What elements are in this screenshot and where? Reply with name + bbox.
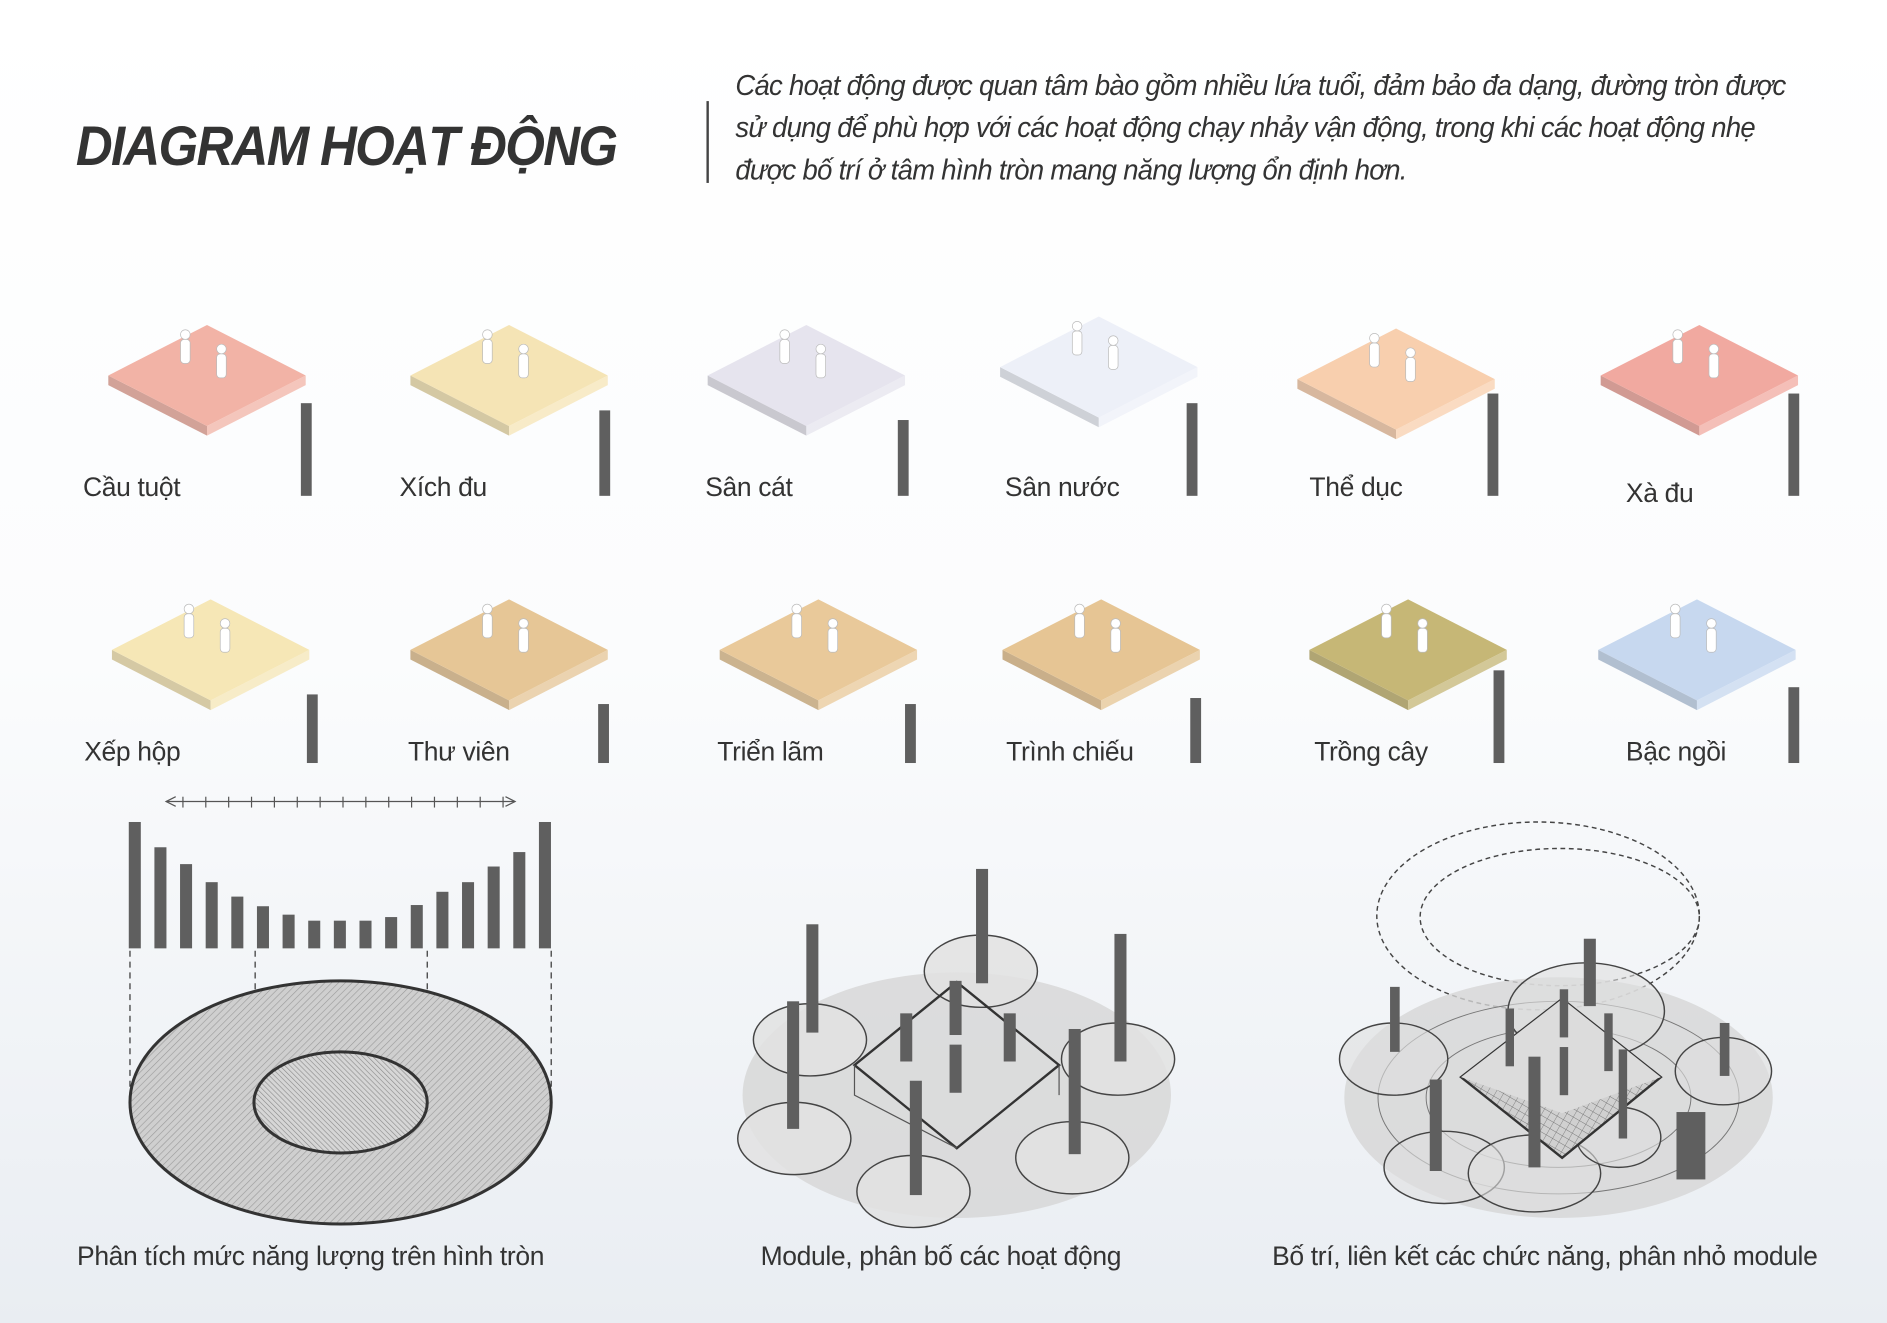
person-figure xyxy=(1417,618,1428,653)
energy-bar xyxy=(1788,687,1800,764)
activity-tile xyxy=(1002,599,1200,711)
activity-tile xyxy=(1000,316,1198,428)
energy-bar xyxy=(1190,698,1202,764)
activity-label: Bậc ngồi xyxy=(1625,736,1727,767)
activity-tile xyxy=(1309,599,1507,711)
activity-label: Xích đu xyxy=(399,471,488,502)
energy-bar xyxy=(1493,670,1505,764)
energy-profile-bar xyxy=(410,905,423,949)
person-figure xyxy=(216,343,227,379)
energy-bar xyxy=(1487,393,1499,496)
energy-bar xyxy=(599,410,611,496)
energy-profile-bar xyxy=(308,920,321,949)
activity-tile xyxy=(111,599,310,711)
person-figure xyxy=(1369,333,1380,368)
person-figure xyxy=(482,603,493,639)
activity-label: Sân cát xyxy=(705,471,793,502)
projection-lines xyxy=(129,950,552,1120)
energy-bar xyxy=(1186,403,1198,496)
energy-profile-bar xyxy=(154,847,167,949)
scale-ruler xyxy=(164,796,517,807)
person-figure xyxy=(1108,335,1119,370)
energy-profile-bar xyxy=(231,896,244,949)
person-figure xyxy=(1405,347,1416,382)
person-figure xyxy=(1381,603,1392,639)
energy-profile-chart xyxy=(128,796,553,1226)
activity-tile xyxy=(1598,599,1796,711)
caption-layout: Bố trí, liên kết các chức năng, phân nhỏ… xyxy=(1272,1240,1818,1271)
energy-profile-bar xyxy=(180,864,193,949)
activity-tile xyxy=(719,599,918,711)
activity-label: Triển lãm xyxy=(717,736,824,767)
module-diagram xyxy=(737,868,1176,1229)
activity-tile xyxy=(1600,324,1799,436)
energy-profile-bar xyxy=(538,821,551,949)
person-figure xyxy=(180,329,191,364)
page-title: DIAGRAM HOẠT ĐỘNG xyxy=(75,114,618,177)
person-figure xyxy=(482,329,493,364)
title-divider xyxy=(706,101,709,183)
energy-profile-bar xyxy=(205,882,218,949)
person-figure xyxy=(779,329,790,364)
energy-profile-bar xyxy=(487,866,500,949)
energy-profile-bar xyxy=(333,920,346,949)
activity-label: Xà đu xyxy=(1625,477,1694,508)
activity-label: Thể dục xyxy=(1309,471,1403,502)
person-figure xyxy=(183,603,195,639)
activity-tile xyxy=(1297,328,1495,440)
person-figure xyxy=(827,618,838,653)
activity-tile xyxy=(410,599,608,711)
person-figure xyxy=(1071,320,1083,356)
caption-module: Module, phân bố các hoạt động xyxy=(760,1240,1122,1271)
person-figure xyxy=(1074,603,1085,639)
activity-tile xyxy=(410,324,608,436)
energy-profile-bar xyxy=(462,882,475,949)
inner-calm-core xyxy=(252,1050,429,1155)
activity-label: Cầu tuột xyxy=(83,471,181,502)
energy-profile-bar xyxy=(282,914,295,949)
activity-tile xyxy=(108,324,306,436)
energy-bar xyxy=(897,420,909,496)
person-figure xyxy=(1708,343,1719,379)
person-figure xyxy=(219,618,231,653)
energy-bar xyxy=(598,704,609,764)
energy-bar xyxy=(905,704,916,764)
energy-profile-bar xyxy=(436,891,449,949)
energy-bar xyxy=(1788,393,1800,496)
energy-profile-bar xyxy=(359,920,372,949)
activity-label: Trồng cây xyxy=(1314,736,1428,767)
activity-label: Xếp hộp xyxy=(84,736,181,767)
activity-label: Sân nước xyxy=(1004,471,1120,502)
person-figure xyxy=(518,618,529,653)
energy-bar xyxy=(306,694,318,764)
layout-diagram xyxy=(1338,821,1773,1218)
person-figure xyxy=(791,603,802,639)
activity-tile xyxy=(707,324,906,436)
person-figure xyxy=(518,343,529,379)
activity-label: Thư viên xyxy=(407,736,510,767)
person-figure xyxy=(1672,329,1683,364)
person-figure xyxy=(1110,618,1121,653)
person-figure xyxy=(1706,618,1717,653)
energy-bar xyxy=(300,403,312,496)
person-figure xyxy=(815,343,826,379)
energy-profile-bar xyxy=(513,852,526,949)
energy-profile-bar xyxy=(128,821,141,949)
person-figure xyxy=(1670,603,1681,639)
energy-profile-bar xyxy=(256,906,269,949)
description-text: Các hoạt động được quan tâm bào gồm nhiề… xyxy=(735,69,1786,187)
energy-profile-bar xyxy=(385,917,398,949)
activity-label: Trình chiếu xyxy=(1006,736,1134,767)
caption-energy-analysis: Phân tích mức năng lượng trên hình tròn xyxy=(77,1240,545,1271)
